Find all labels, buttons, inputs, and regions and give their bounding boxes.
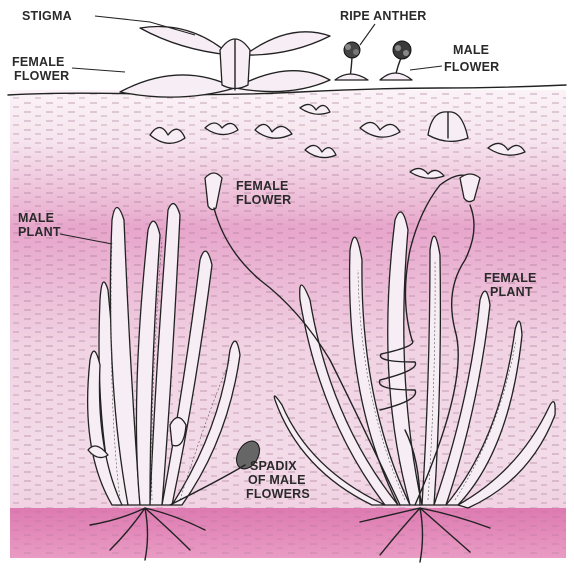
female-flower-surface [120,27,330,98]
label-spadix-3: FLOWERS [246,487,310,501]
male-flowers-surface [335,41,412,80]
label-female-flower-mid-2: FLOWER [236,193,291,207]
label-stigma: STIGMA [22,9,72,23]
label-female-plant-1: FEMALE [484,271,537,285]
pointer-male-flower [410,66,442,70]
label-male-flower-1: MALE [453,43,489,57]
label-spadix-1: SPADIX [250,459,297,473]
label-female-flower-top-1: FEMALE [12,55,65,69]
label-male-plant-1: MALE [18,211,54,225]
pointer-female-flower-top [72,68,125,72]
label-ripe-anther: RIPE ANTHER [340,9,426,23]
label-male-flower-2: FLOWER [444,60,499,74]
label-female-flower-top-2: FLOWER [14,69,69,83]
label-female-flower-mid-1: FEMALE [236,179,289,193]
sediment-texture [10,510,566,556]
label-female-plant-2: PLANT [490,285,533,299]
label-male-plant-2: PLANT [18,225,61,239]
pointer-ripe-anther [360,24,375,45]
label-spadix-2: OF MALE [248,473,306,487]
